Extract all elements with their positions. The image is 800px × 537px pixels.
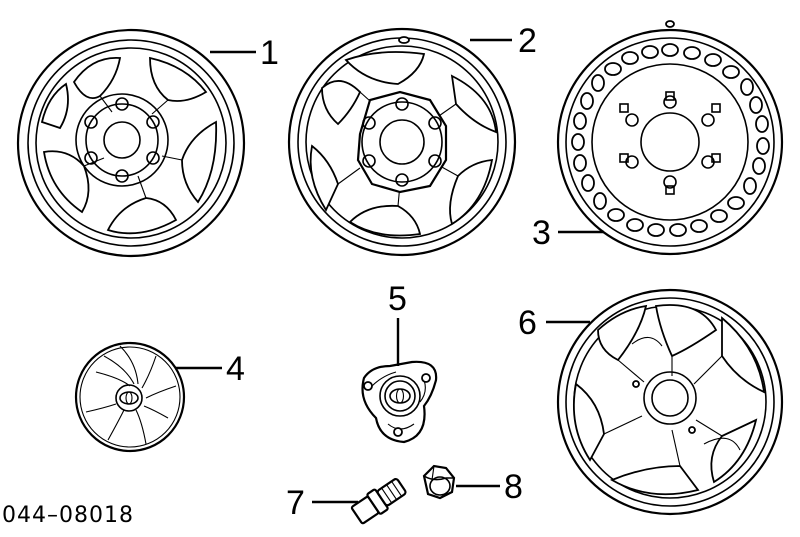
callout-6: 6	[518, 304, 537, 342]
alloy-wheel-five-spoke-icon	[16, 28, 246, 258]
alloy-wheel-sport-icon	[556, 288, 784, 516]
alloy-wheel-three-spoke-icon	[287, 27, 517, 257]
valve-stem-icon	[350, 478, 407, 525]
leader-lines	[176, 38, 604, 504]
callout-7: 7	[286, 484, 305, 522]
callout-3: 3	[532, 214, 551, 252]
callout-numbers: 1 2 3 4 5 6 7 8	[226, 22, 551, 522]
center-ornament-icon	[361, 360, 438, 444]
callout-5: 5	[388, 280, 407, 318]
lug-nut-icon	[422, 464, 456, 500]
hub-cap-icon	[74, 341, 186, 453]
callout-1: 1	[260, 34, 279, 72]
diagram-part-number: 044–08018	[2, 503, 134, 528]
steel-wheel-icon	[556, 20, 784, 256]
callout-8: 8	[504, 468, 523, 506]
callout-2: 2	[518, 22, 537, 60]
callout-4: 4	[226, 350, 245, 388]
